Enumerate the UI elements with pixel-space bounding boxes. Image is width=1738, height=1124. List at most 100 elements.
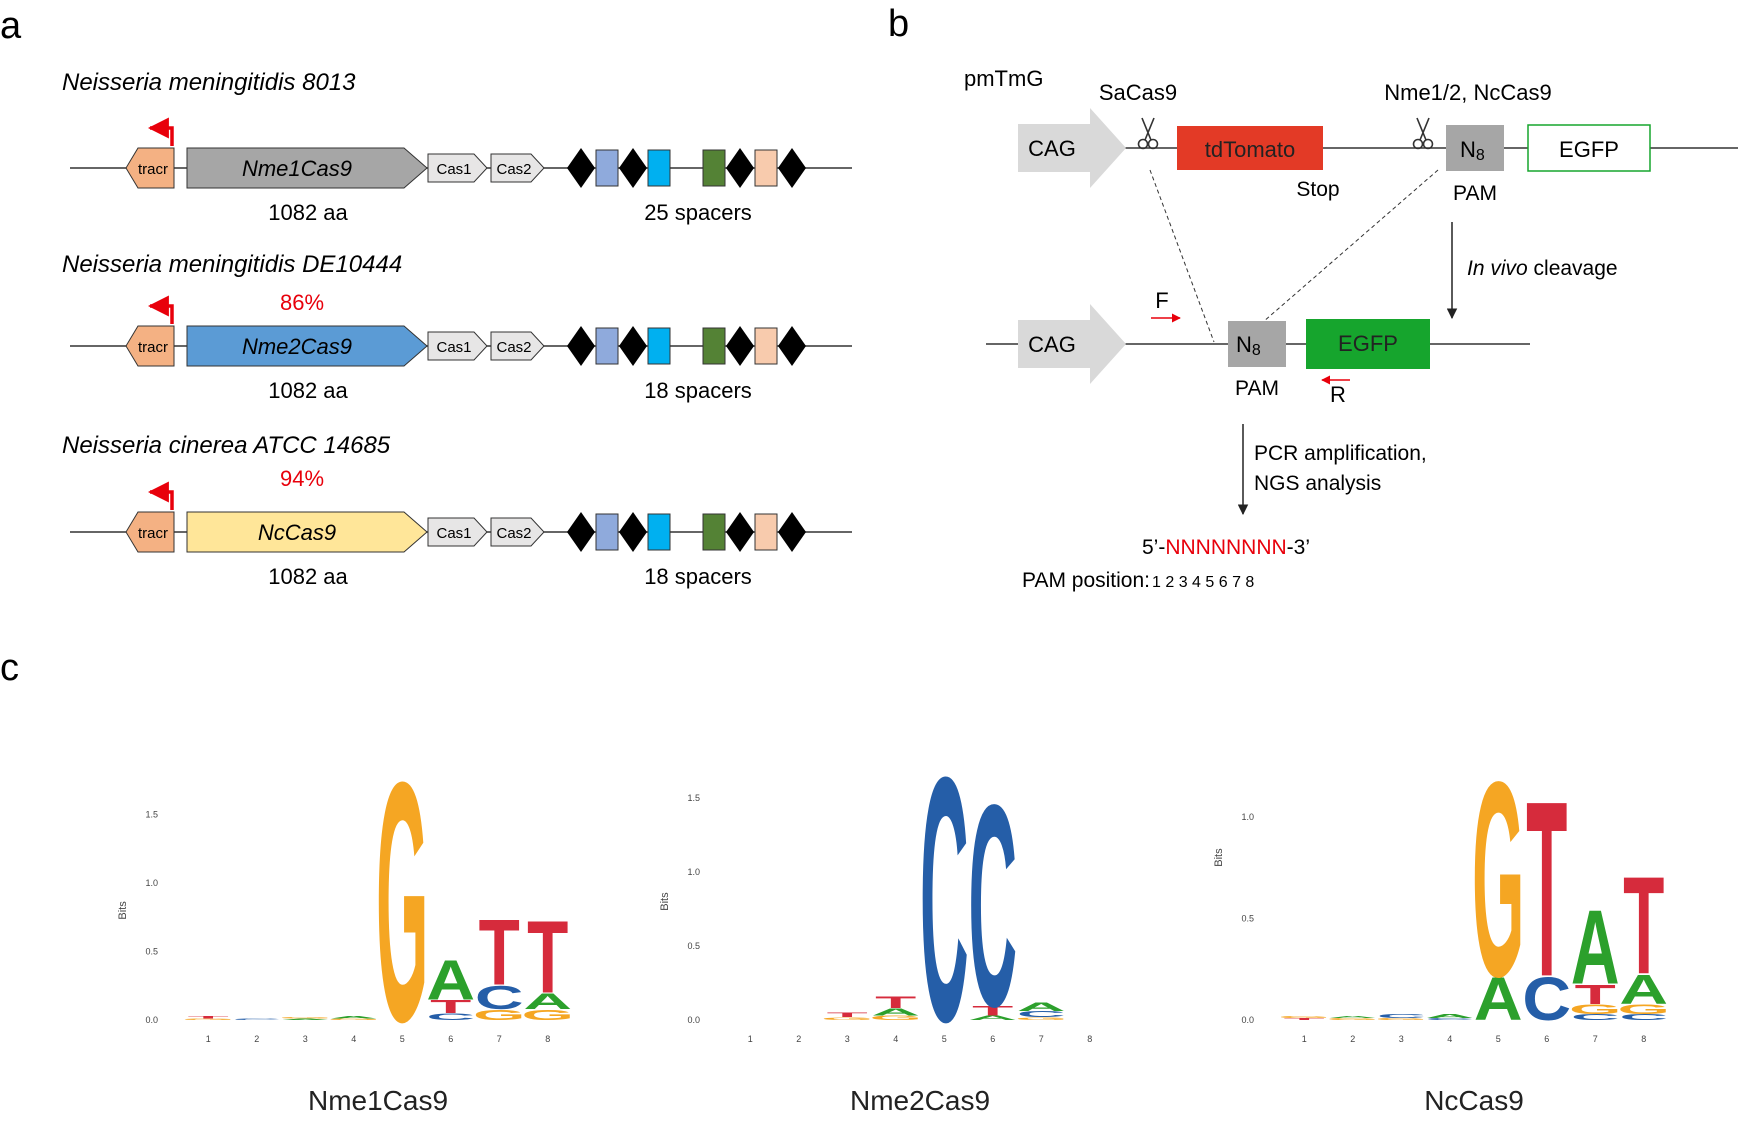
pam-label: PAM (1453, 182, 1497, 205)
tracr-promoter-arrow-icon (147, 481, 174, 510)
logo-letter-t: T (430, 996, 471, 1017)
locus-nme1: Neisseria meningitidis 8013 tracr Nme1Ca… (62, 69, 852, 225)
logo-letter-g: G (1472, 724, 1524, 1035)
cas2-label: Cas2 (496, 161, 531, 178)
logo-letter-a: A (871, 1007, 920, 1018)
logo-letter-c: C (1425, 1018, 1474, 1021)
logo-letter-a: A (1328, 1016, 1377, 1019)
cag-promoter (1018, 108, 1126, 188)
x-tick-label: 3 (1399, 1034, 1404, 1044)
cas1-label: Cas1 (436, 525, 471, 542)
x-tick-label: 7 (1039, 1034, 1044, 1044)
cas9-length: 1082 aa (268, 378, 348, 403)
cas1-gene (427, 153, 488, 183)
tracr-promoter-arrow-icon (147, 295, 174, 324)
logo-letter-g: G (1375, 1018, 1427, 1021)
stop-label: Stop (1296, 178, 1339, 201)
tracr-gene (125, 147, 175, 189)
x-tick-label: 1 (206, 1034, 211, 1044)
panel-b-letter: b (888, 3, 909, 45)
construct-name: pmTmG (964, 66, 1043, 91)
y-axis-label: Bits (117, 901, 129, 920)
pcr-label-1: PCR amplification, (1254, 442, 1427, 465)
repeat-diamond (567, 512, 595, 552)
repeat-diamond (778, 148, 806, 188)
tracr-gene (125, 325, 175, 367)
repeat-diamond (778, 326, 806, 366)
logo-letter-g: G (1618, 1002, 1670, 1017)
spacer (647, 327, 671, 365)
cas9-gene (186, 147, 428, 189)
x-tick-label: 6 (990, 1034, 995, 1044)
logo-letter-t: T (827, 1012, 868, 1019)
logo-letter-t: T (972, 1003, 1014, 1019)
x-tick-label: 5 (942, 1034, 947, 1044)
logo-letter-c: C (426, 1012, 475, 1023)
y-tick-label: 1.0 (687, 867, 700, 877)
logo-letter-a: A (1619, 966, 1668, 1013)
species-label: Neisseria meningitidis DE10444 (62, 251, 402, 278)
x-tick-label: 3 (845, 1034, 850, 1044)
x-tick-label: 1 (1302, 1034, 1307, 1044)
egfp-label: EGFP (1559, 137, 1619, 162)
pam-position-label: PAM position:1 2 3 4 5 6 7 8 (1022, 569, 1254, 592)
logo-letter-g: G (473, 1007, 525, 1024)
y-tick-label: 1.5 (687, 793, 700, 803)
logo-letter-a: A (426, 950, 475, 1013)
cas9-gene (186, 325, 428, 367)
x-tick-label: 2 (796, 1034, 801, 1044)
spacer (754, 513, 778, 551)
cas9-gene (186, 511, 428, 553)
logo-letter-t: T (479, 901, 520, 1006)
logo-letter-a: A (523, 989, 572, 1014)
y-tick-label: 0.5 (1241, 914, 1254, 924)
logo-letter-g: G (1015, 1016, 1067, 1020)
logo-letter-t: T (1284, 1018, 1325, 1021)
logo-letter-g: G (821, 1016, 873, 1020)
pam-sequence: 5’-NNNNNNNN-3’ (1142, 536, 1310, 559)
crispr-array (567, 512, 806, 552)
tdtomato-label: tdTomato (1205, 137, 1296, 162)
panel-b: b pmTmG CAG SaCas9 tdTomato Stop Nme1/2,… (888, 3, 1738, 592)
cas1-gene (427, 517, 488, 547)
spacer (702, 149, 726, 187)
spacer (647, 513, 671, 551)
spacer (702, 327, 726, 365)
repeat-diamond (726, 512, 754, 552)
spacer (595, 149, 619, 187)
x-tick-label: 7 (1593, 1034, 1598, 1044)
x-tick-label: 3 (303, 1034, 308, 1044)
cas9-label: Nme1Cas9 (242, 156, 352, 181)
spacer (595, 327, 619, 365)
logo-letter-c: C (1571, 1013, 1620, 1022)
panel-c-letter: c (0, 647, 19, 689)
logo-letter-t: T (1526, 749, 1567, 1029)
logo-letter-a: A (329, 1015, 378, 1019)
y-tick-label: 0.0 (687, 1015, 700, 1025)
cas2-gene (490, 331, 545, 361)
identity-percent: 94% (280, 466, 324, 491)
egfp-label: EGFP (1338, 331, 1398, 356)
deletion-line (1149, 169, 1215, 343)
logo-letter-t: T (1575, 978, 1616, 1009)
pam-label: PAM (1235, 377, 1279, 400)
tdtomato-box (1177, 126, 1323, 170)
locus-nc: Neisseria cinerea ATCC 14685 94% tracr N… (62, 432, 852, 589)
cag-label: CAG (1028, 136, 1076, 161)
spacer (754, 327, 778, 365)
logo-letter-c: C (232, 1018, 281, 1020)
repeat-diamond (619, 148, 647, 188)
tracr-promoter-arrow-icon (147, 117, 174, 146)
y-tick-label: 1.0 (145, 878, 158, 888)
scissors-icon (1412, 117, 1434, 150)
x-tick-label: 1 (748, 1034, 753, 1044)
crispr-array (567, 148, 806, 188)
y-axis-label: Bits (1213, 848, 1225, 867)
x-tick-label: 8 (1641, 1034, 1646, 1044)
crispr-array (567, 326, 806, 366)
cag-promoter (1018, 304, 1126, 384)
